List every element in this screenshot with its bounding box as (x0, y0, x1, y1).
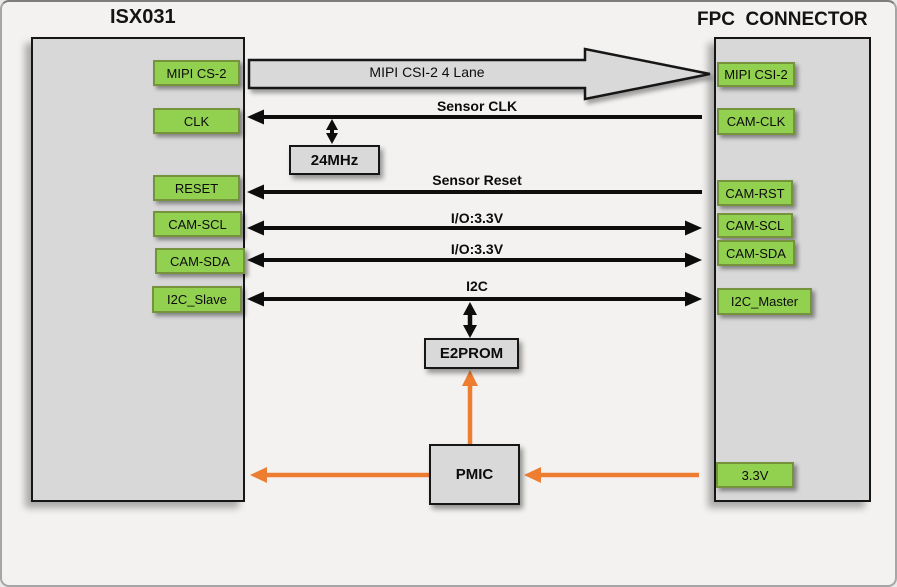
pmic-box: PMIC (429, 444, 520, 505)
io2-label: I/O:3.3V (450, 241, 504, 257)
eeprom-box: E2PROM (424, 338, 519, 369)
mipi-bus-label: MIPI CSI-2 4 Lane (369, 64, 485, 80)
io1-arrowhead-left (247, 220, 264, 236)
pin-i2c-slave: I2C_Slave (152, 286, 242, 313)
i2c-eeprom-arrowhead-up (463, 302, 477, 315)
i2c-arrowhead-left (247, 291, 264, 307)
io2-arrowhead-left (247, 252, 264, 268)
pmic-isx031-power-arrowhead (250, 467, 267, 483)
pin-cam-scl-right: CAM-SCL (717, 213, 793, 238)
pin-cam-sda-right: CAM-SDA (717, 240, 795, 266)
pmic-eeprom-power-arrowhead (462, 370, 478, 386)
sensor-clk-label: Sensor CLK (436, 98, 518, 114)
oscillator-box: 24MHz (289, 145, 380, 175)
sensor-reset-arrowhead (247, 184, 264, 200)
supply-pmic-power-arrowhead (524, 467, 541, 483)
i2c-arrowhead-right (685, 291, 702, 307)
pin-cam-sda-left: CAM-SDA (155, 248, 245, 274)
pin-mipi-cs2: MIPI CS-2 (153, 60, 240, 86)
i2c-label: I2C (466, 278, 488, 294)
clk-osc-arrowhead-up (326, 119, 338, 130)
pin-mipi-csi2: MIPI CSI-2 (717, 62, 795, 87)
io1-label: I/O:3.3V (450, 210, 504, 226)
pin-cam-clk: CAM-CLK (717, 108, 795, 135)
sensor-reset-label: Sensor Reset (432, 172, 522, 188)
pin-3v3: 3.3V (716, 462, 794, 488)
i2c-eeprom-arrowhead-down (463, 325, 477, 338)
right-block-title: FPC CONNECTOR (697, 9, 868, 30)
sensor-clk-arrowhead (247, 109, 264, 125)
pin-cam-scl-left: CAM-SCL (153, 211, 242, 237)
mipi-csi2-block-arrow (247, 47, 711, 101)
io2-arrowhead-right (685, 252, 702, 268)
io1-arrowhead-right (685, 220, 702, 236)
clk-osc-arrowhead-down (326, 133, 338, 144)
left-block-title: ISX031 (110, 6, 176, 28)
fpc-connector-block (714, 37, 871, 502)
pin-i2c-master: I2C_Master (717, 288, 812, 315)
pin-reset: RESET (153, 175, 240, 201)
pin-clk: CLK (153, 108, 240, 134)
pin-cam-rst: CAM-RST (717, 180, 793, 206)
